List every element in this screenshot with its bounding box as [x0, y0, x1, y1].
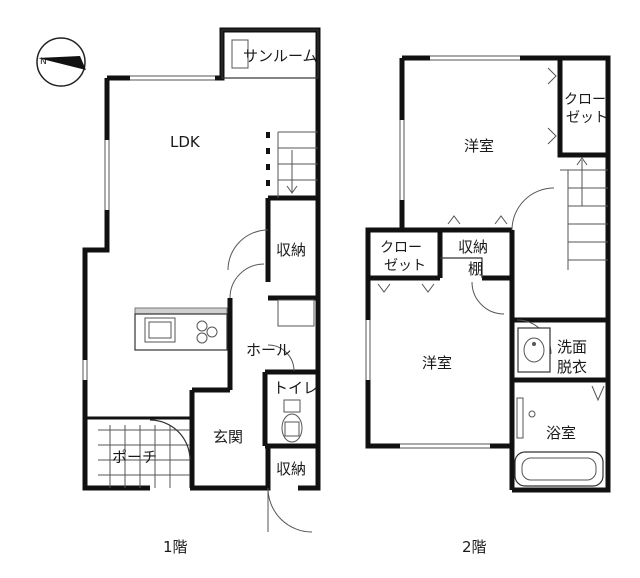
floor-label-2f: 2階: [462, 538, 487, 556]
room-label-closet-2-top: クロー: [380, 240, 422, 256]
stairs-icon: [560, 157, 608, 270]
room-label-storage: 収納: [458, 238, 488, 256]
toilet-icon: [281, 399, 303, 443]
room-label-closet-1-bottom: ゼット: [566, 110, 608, 126]
room-label-storage-2: 収納: [276, 460, 306, 478]
room-label-washroom-bottom: 脱衣: [557, 358, 587, 376]
room-label-washroom-top: 洗面: [557, 338, 587, 356]
room-label-storage-1: 収納: [276, 241, 306, 259]
washbasin-icon: [517, 327, 551, 373]
first-floor-plan: サンルーム LDK 収納 ホール トイレ 玄関 ポーチ 収納 1階: [82, 27, 321, 556]
room-label-toilet: トイレ: [273, 379, 318, 397]
room-label-porch: ポーチ: [112, 448, 157, 466]
floor-label-1f: 1階: [163, 538, 188, 556]
room-label-sunroom: サンルーム: [243, 47, 318, 65]
compass-icon: N: [36, 37, 86, 87]
room-label-bath: 浴室: [546, 424, 576, 442]
stairs-icon: [266, 131, 318, 198]
second-floor-plan: 洋室 クロー ゼット クロー ゼット 収納 棚 洋室 洗面 脱衣 浴室 2階: [365, 55, 611, 556]
kitchen-counter: [134, 299, 315, 351]
room-label-closet-1-top: クロー: [564, 92, 606, 108]
room-label-western-1: 洋室: [464, 137, 494, 155]
bathtub-icon: [514, 397, 604, 487]
porch-tiles: [98, 419, 191, 488]
room-label-entrance: 玄関: [213, 428, 243, 446]
room-label-shelf: 棚: [468, 260, 483, 278]
compass-north-label: N: [40, 57, 47, 67]
room-label-ldk: LDK: [170, 133, 201, 151]
room-label-closet-2-bottom: ゼット: [384, 258, 426, 274]
room-label-hall: ホール: [246, 341, 291, 359]
room-label-western-2: 洋室: [422, 354, 452, 372]
